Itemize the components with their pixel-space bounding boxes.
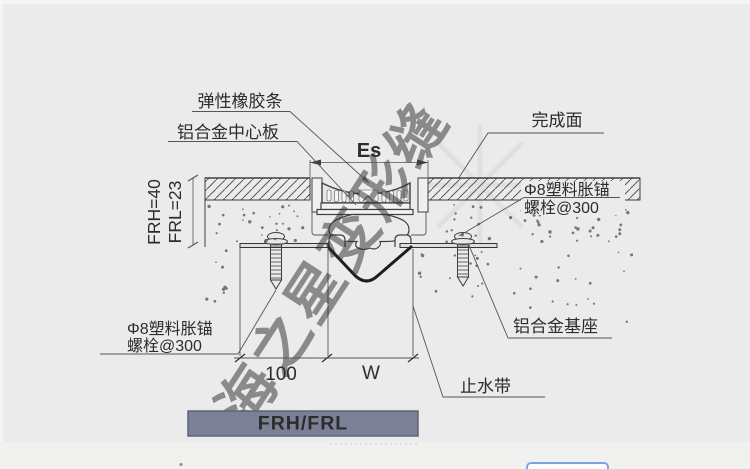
dimension-frh-frl: FRH=40 FRL=23 (144, 174, 199, 249)
callout-leaders-2 (458, 197, 620, 339)
callout-anchor-right-line1: Φ8塑料胀锚 (524, 181, 610, 199)
model-badge-label: FRH/FRL (258, 413, 348, 435)
callout-waterstop: 止水带 (460, 377, 511, 396)
blockout-step-right (411, 212, 427, 236)
model-badge: FRH/FRL (187, 410, 419, 437)
center-plate-profile (316, 202, 414, 216)
callout-leaders (100, 111, 604, 398)
waterstop-profile (327, 245, 413, 283)
blockout-step-left (311, 212, 329, 236)
callout-center-plate: 铝合金中心板 (177, 123, 279, 142)
dim-frh-label: FRH=40 (144, 179, 164, 245)
callout-anchor-right-line2: 螺栓@300 (524, 199, 599, 217)
anchor-screw-right (451, 232, 475, 287)
bottom-strip (0, 442, 750, 469)
label-mask-anchor-right (521, 181, 625, 215)
callout-base: 铝合金基座 (513, 317, 598, 336)
frame-profile-right (417, 177, 429, 213)
label-mask-base (505, 312, 619, 338)
base-flange-left (328, 234, 346, 247)
dim-frl-label: FRL=23 (165, 181, 185, 244)
dim-es-label: Es (357, 140, 381, 162)
bottom-button[interactable] (526, 462, 609, 469)
dimension-bottom: 100 W (234, 353, 419, 385)
rubber-strip-profile (321, 181, 411, 204)
anchor-screw-left (264, 232, 288, 290)
cursor-dot (179, 463, 183, 466)
joint-edges (239, 248, 414, 356)
finish-layer-left (204, 177, 311, 247)
base-plate-right (399, 243, 498, 248)
callout-anchor-left-line1: Φ8塑料胀锚 (127, 320, 213, 338)
dim-100-label: 100 (265, 364, 297, 385)
callout-finished-surface: 完成面 (532, 111, 583, 130)
callout-rubber-strip: 弹性橡胶条 (198, 92, 283, 111)
dim-w-label: W (362, 363, 380, 384)
callout-anchor-left-line2: 螺栓@300 (127, 337, 202, 355)
rubber-bulb (328, 213, 410, 251)
